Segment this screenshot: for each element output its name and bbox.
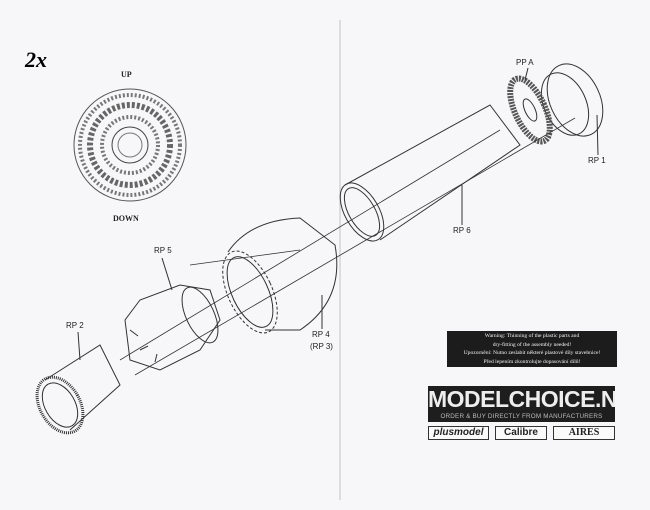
down-label: DOWN <box>113 214 139 223</box>
label-rp2: RP 2 <box>66 321 84 330</box>
part-pp-a <box>507 67 553 145</box>
up-label: UP <box>121 70 132 79</box>
label-rp5: RP 5 <box>154 246 172 255</box>
warning-line: Upozornění: Nutno zeslabit některé plast… <box>463 350 601 356</box>
part-rp4 <box>222 217 338 334</box>
modelchoice-subtitle: ORDER & BUY DIRECTLY FROM MANUFACTURERS <box>440 413 603 420</box>
engine-face-view <box>73 88 187 202</box>
modelchoice-title: MODELCHOICE.NET <box>428 386 615 412</box>
modelchoice-banner: MODELCHOICE.NET ORDER & BUY DIRECTLY FRO… <box>428 386 615 422</box>
warning-line: Před lepením zkontrolujte dopasování díl… <box>483 358 581 365</box>
quantity-label: 2x <box>25 47 47 72</box>
part-rp2 <box>35 331 121 435</box>
part-rp5 <box>124 257 221 371</box>
brand-logo-aires: AIRES <box>553 426 615 440</box>
warning-line: dry-fitting of the assembly needed! <box>492 341 572 348</box>
label-rp3: (RP 3) <box>310 342 333 351</box>
label-pp-a: PP A <box>516 58 534 67</box>
brand-logo-calibre: Calibre <box>495 426 547 440</box>
label-rp4: RP 4 <box>312 330 330 339</box>
part-rp6 <box>339 104 521 242</box>
warning-line: Warning: Thinning of the plastic parts a… <box>484 333 580 339</box>
label-rp1: RP 1 <box>588 156 606 165</box>
assembly-arrows <box>119 117 576 376</box>
label-rp6: RP 6 <box>453 226 471 235</box>
warning-box: Warning: Thinning of the plastic parts a… <box>447 331 617 367</box>
brand-logo-plusmodel: plusmodel <box>428 426 489 440</box>
